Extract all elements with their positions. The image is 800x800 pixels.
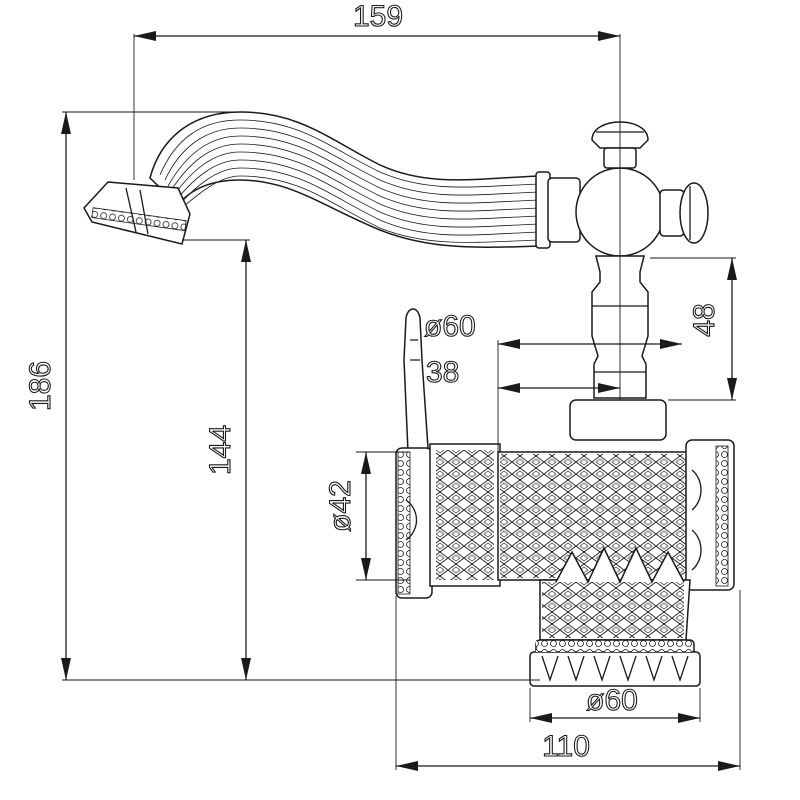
dimension-48: 48	[687, 258, 737, 400]
dim-label-144: 144	[204, 425, 237, 475]
dim-label-60-base: ø60	[586, 684, 638, 717]
dim-label-48: 48	[688, 303, 721, 336]
extension-lines	[62, 34, 741, 770]
spout	[83, 111, 541, 248]
neck	[539, 546, 691, 641]
knurled-ring	[569, 399, 667, 441]
base	[529, 639, 701, 687]
dim-label-159: 159	[353, 0, 403, 33]
main-body	[395, 439, 735, 599]
dimension-186: 186	[23, 112, 71, 680]
dim-label-42: ø42	[324, 480, 357, 532]
dimension-110: 110	[396, 729, 740, 771]
dimension-60-top: ø60	[423, 309, 682, 349]
faucet-outline	[83, 111, 735, 687]
dim-label-60-top: ø60	[424, 310, 476, 343]
dimension-60-base: ø60	[530, 683, 700, 723]
dim-label-186: 186	[24, 361, 57, 411]
dimension-159: 159	[134, 0, 620, 41]
hub	[535, 167, 709, 257]
dimension-144: 144	[203, 240, 251, 680]
dim-label-38: 38	[426, 356, 459, 389]
dimension-42: ø42	[323, 452, 371, 580]
dimension-38: 38	[425, 355, 620, 393]
dim-label-110: 110	[542, 730, 590, 763]
